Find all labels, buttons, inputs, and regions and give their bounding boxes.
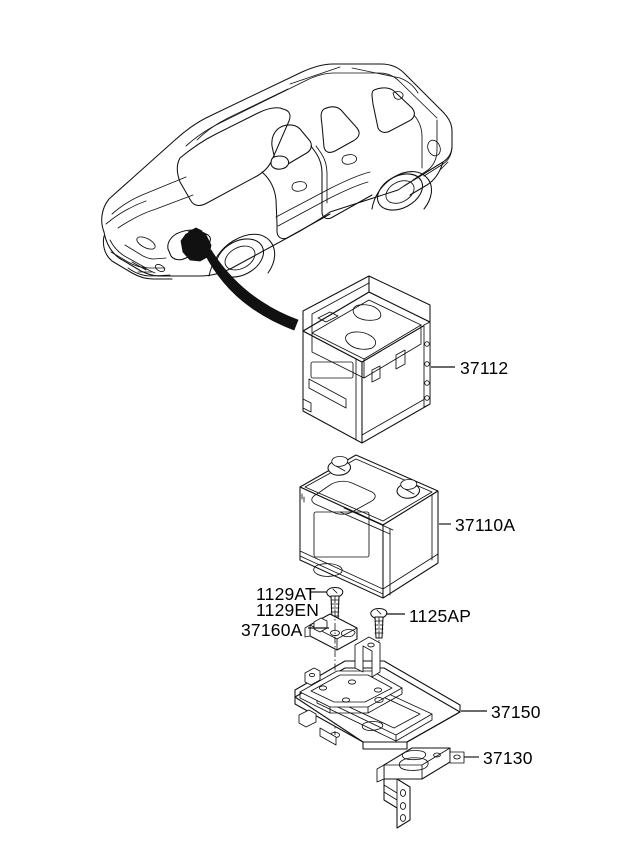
callout-1125AP: 1125AP xyxy=(409,606,472,626)
callout-1129EN: 1129EN xyxy=(256,600,320,620)
callout-37160A: 37160A xyxy=(241,620,303,640)
part-37130-support-bracket xyxy=(376,747,465,829)
callout-37150: 37150 xyxy=(491,702,541,722)
battery-location-marker xyxy=(180,227,212,262)
callout-37110A: 37110A xyxy=(455,515,516,535)
part-37150-battery-tray xyxy=(294,636,461,750)
callout-1129AT: 1129AT xyxy=(256,584,316,604)
battery-negative-terminal xyxy=(396,479,421,499)
location-pointer-arrow xyxy=(204,249,299,331)
callout-37112: 37112 xyxy=(460,358,509,378)
vehicle-body xyxy=(101,63,453,280)
battery-positive-terminal xyxy=(327,456,352,476)
callout-37130: 37130 xyxy=(483,748,533,768)
part-1129AT-bolt xyxy=(326,586,344,620)
